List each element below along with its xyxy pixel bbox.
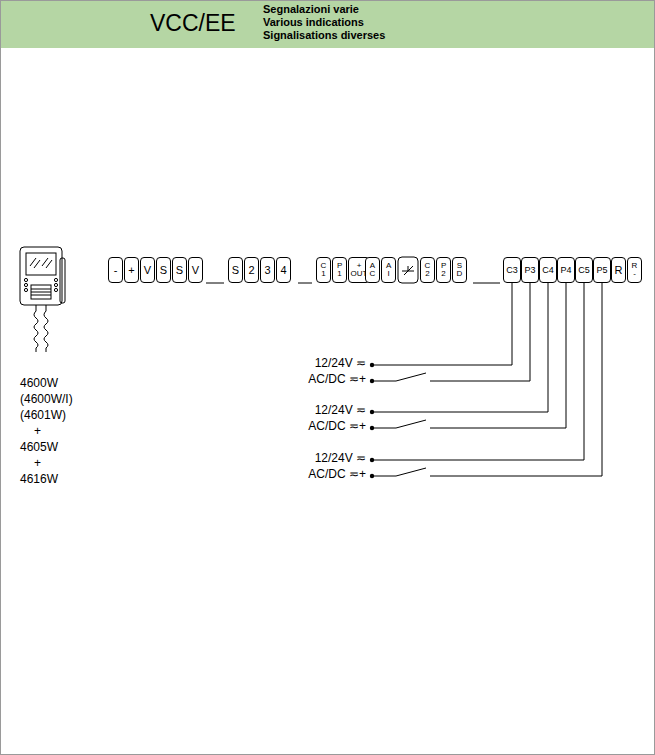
wire bbox=[430, 283, 602, 476]
supply-label: AC/DC ≂+ bbox=[308, 468, 366, 482]
supply-terminal-dot bbox=[370, 410, 374, 414]
terminal-label: S bbox=[232, 265, 239, 276]
supply-terminal-dot bbox=[370, 426, 374, 430]
videophone-icon bbox=[20, 247, 65, 352]
supply-terminal-dot bbox=[370, 379, 374, 383]
terminal: C 1 bbox=[316, 257, 331, 283]
terminal-label: 4 bbox=[280, 265, 286, 276]
terminal-label: C4 bbox=[542, 266, 554, 275]
switch-contact bbox=[372, 373, 426, 381]
terminal: P 2 bbox=[436, 257, 451, 283]
terminal-label: C3 bbox=[506, 266, 518, 275]
switch-symbol-terminal bbox=[398, 257, 418, 283]
terminal-label: C 2 bbox=[425, 262, 431, 277]
terminal-label: P5 bbox=[596, 266, 607, 275]
model-number: (4600W/I) bbox=[20, 393, 73, 407]
plus-sign: + bbox=[34, 425, 41, 439]
terminal: R bbox=[611, 257, 626, 283]
wire bbox=[430, 283, 566, 428]
terminal: S D bbox=[452, 257, 467, 283]
terminal: S bbox=[228, 257, 243, 283]
header-subtitle: Signalisations diverses bbox=[263, 29, 385, 42]
model-number: 4600W bbox=[20, 377, 58, 391]
terminal-label: A I bbox=[386, 262, 391, 277]
supply-label: 12/24V ≂ bbox=[315, 452, 366, 466]
terminal: R - bbox=[627, 257, 642, 283]
terminal: P4 bbox=[557, 257, 575, 283]
supply-label: AC/DC ≂+ bbox=[308, 373, 366, 387]
model-number: 4605W bbox=[20, 441, 58, 455]
model-number: 4616W bbox=[20, 473, 58, 487]
terminal-label: P 2 bbox=[441, 262, 446, 277]
wire bbox=[372, 283, 548, 412]
terminal-label: V bbox=[192, 265, 199, 276]
supply-label: 12/24V ≂ bbox=[315, 404, 366, 418]
terminal-label: P 1 bbox=[337, 262, 342, 277]
page-title: VCC/EE bbox=[150, 10, 236, 36]
wire bbox=[430, 283, 530, 381]
header-subtitle: Segnalazioni varie bbox=[263, 3, 359, 16]
terminal-label: P3 bbox=[524, 266, 535, 275]
terminal: A C bbox=[365, 257, 380, 283]
terminal-label: C5 bbox=[578, 266, 590, 275]
terminal-label: 3 bbox=[264, 265, 270, 276]
terminal: P3 bbox=[521, 257, 539, 283]
switch-contact bbox=[372, 420, 426, 428]
terminal: C4 bbox=[539, 257, 557, 283]
plus-sign: + bbox=[34, 457, 41, 471]
terminal: 4 bbox=[276, 257, 291, 283]
terminal-label: A C bbox=[370, 262, 376, 277]
wire bbox=[372, 283, 584, 460]
terminal-label: S bbox=[176, 265, 183, 276]
terminal: V bbox=[140, 257, 155, 283]
terminal-label: P4 bbox=[560, 266, 571, 275]
terminal-label: C 1 bbox=[321, 262, 327, 277]
terminal-label: - bbox=[114, 265, 118, 276]
terminal-label: + bbox=[128, 265, 134, 276]
terminal-label: S bbox=[160, 265, 167, 276]
terminal-label: R - bbox=[632, 262, 638, 277]
terminal: S bbox=[156, 257, 171, 283]
terminal: S bbox=[172, 257, 187, 283]
terminal: 2 bbox=[244, 257, 259, 283]
terminal: - bbox=[108, 257, 123, 283]
supply-terminal-dot bbox=[370, 474, 374, 478]
terminal-label: V bbox=[144, 265, 151, 276]
terminal: C3 bbox=[503, 257, 521, 283]
terminal: C 2 bbox=[420, 257, 435, 283]
wire bbox=[372, 283, 512, 365]
supply-terminal-dot bbox=[370, 363, 374, 367]
header-subtitle: Various indications bbox=[263, 16, 364, 29]
terminal-label: R bbox=[615, 265, 623, 276]
supply-label: AC/DC ≂+ bbox=[308, 420, 366, 434]
terminal-label: S D bbox=[457, 262, 463, 277]
model-number: (4601W) bbox=[20, 409, 66, 423]
header-band bbox=[0, 0, 655, 48]
supply-label: 12/24V ≂ bbox=[315, 357, 366, 371]
terminal: C5 bbox=[575, 257, 593, 283]
terminal: P5 bbox=[593, 257, 611, 283]
terminal-label: 2 bbox=[248, 265, 254, 276]
terminal: P 1 bbox=[332, 257, 347, 283]
terminal: A I bbox=[381, 257, 396, 283]
terminal: 3 bbox=[260, 257, 275, 283]
terminal: V bbox=[188, 257, 203, 283]
switch-contact bbox=[372, 468, 426, 476]
terminal: + bbox=[124, 257, 139, 283]
supply-terminal-dot bbox=[370, 458, 374, 462]
